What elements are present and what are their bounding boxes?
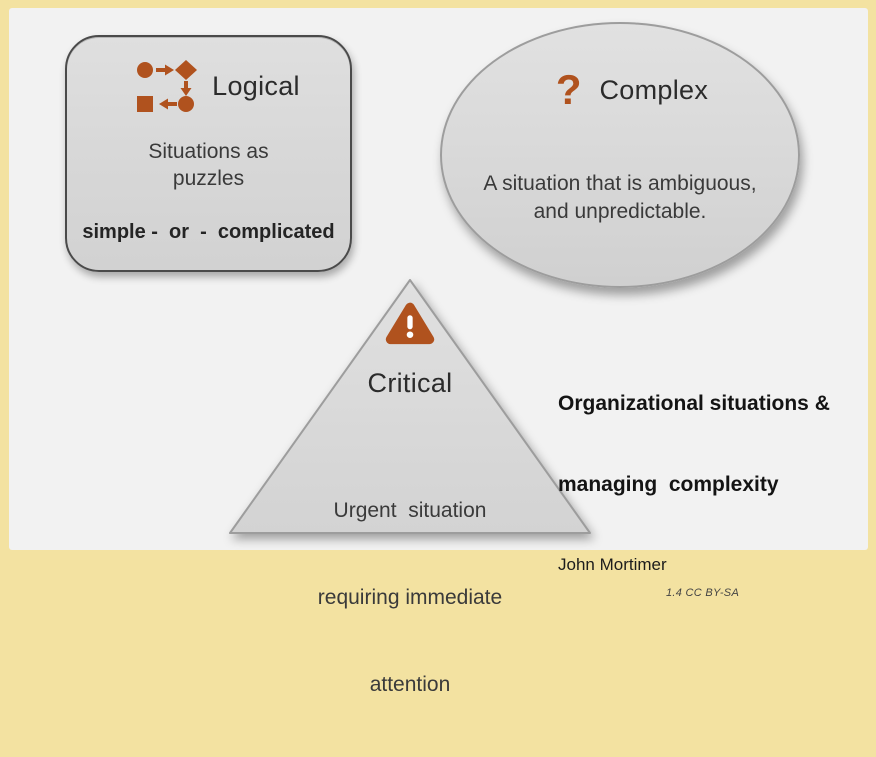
caption-title-line: managing complexity bbox=[558, 473, 779, 496]
logical-body-line: Situations as bbox=[148, 140, 269, 163]
critical-body-line: attention bbox=[369, 673, 451, 696]
caption-title: Organizational situations & managing com… bbox=[558, 336, 868, 552]
complex-body: A situation that is ambiguous, and unpre… bbox=[442, 170, 798, 226]
caption-title-line: Organizational situations & bbox=[558, 392, 830, 415]
complex-title: Complex bbox=[599, 74, 709, 105]
caption-license: 1.4 CC BY-SA bbox=[666, 587, 740, 599]
complex-shape: ? Complex A situation that is ambiguous,… bbox=[440, 22, 800, 288]
caption-author: John Mortimer bbox=[558, 555, 667, 574]
logical-body-line: puzzles bbox=[172, 167, 245, 190]
diagram-stage: Logical Situations as puzzles simple - o… bbox=[65, 22, 830, 696]
logical-title-row: Logical bbox=[77, 59, 360, 113]
critical-body: Urgent situation requiring immediate att… bbox=[250, 438, 570, 757]
logical-body: Situations as puzzles bbox=[67, 138, 350, 192]
complex-body-line: and unpredictable. bbox=[533, 200, 707, 223]
logical-title: Logical bbox=[212, 70, 300, 101]
complex-title-row: ? Complex bbox=[454, 68, 810, 112]
caption-block: Organizational situations & managing com… bbox=[558, 336, 868, 599]
complex-body-line: A situation that is ambiguous, bbox=[483, 172, 757, 195]
warning-icon bbox=[385, 302, 435, 345]
flowchart-icon bbox=[137, 60, 198, 112]
critical-body-line: requiring immediate bbox=[317, 586, 503, 609]
logical-shape: Logical Situations as puzzles simple - o… bbox=[65, 35, 352, 272]
critical-body-line: Urgent situation bbox=[333, 499, 487, 522]
critical-title: Critical bbox=[367, 368, 453, 398]
question-mark-icon: ? bbox=[555, 66, 582, 113]
logical-footer: simple - or - complicated bbox=[82, 221, 335, 243]
critical-shape bbox=[229, 279, 591, 534]
